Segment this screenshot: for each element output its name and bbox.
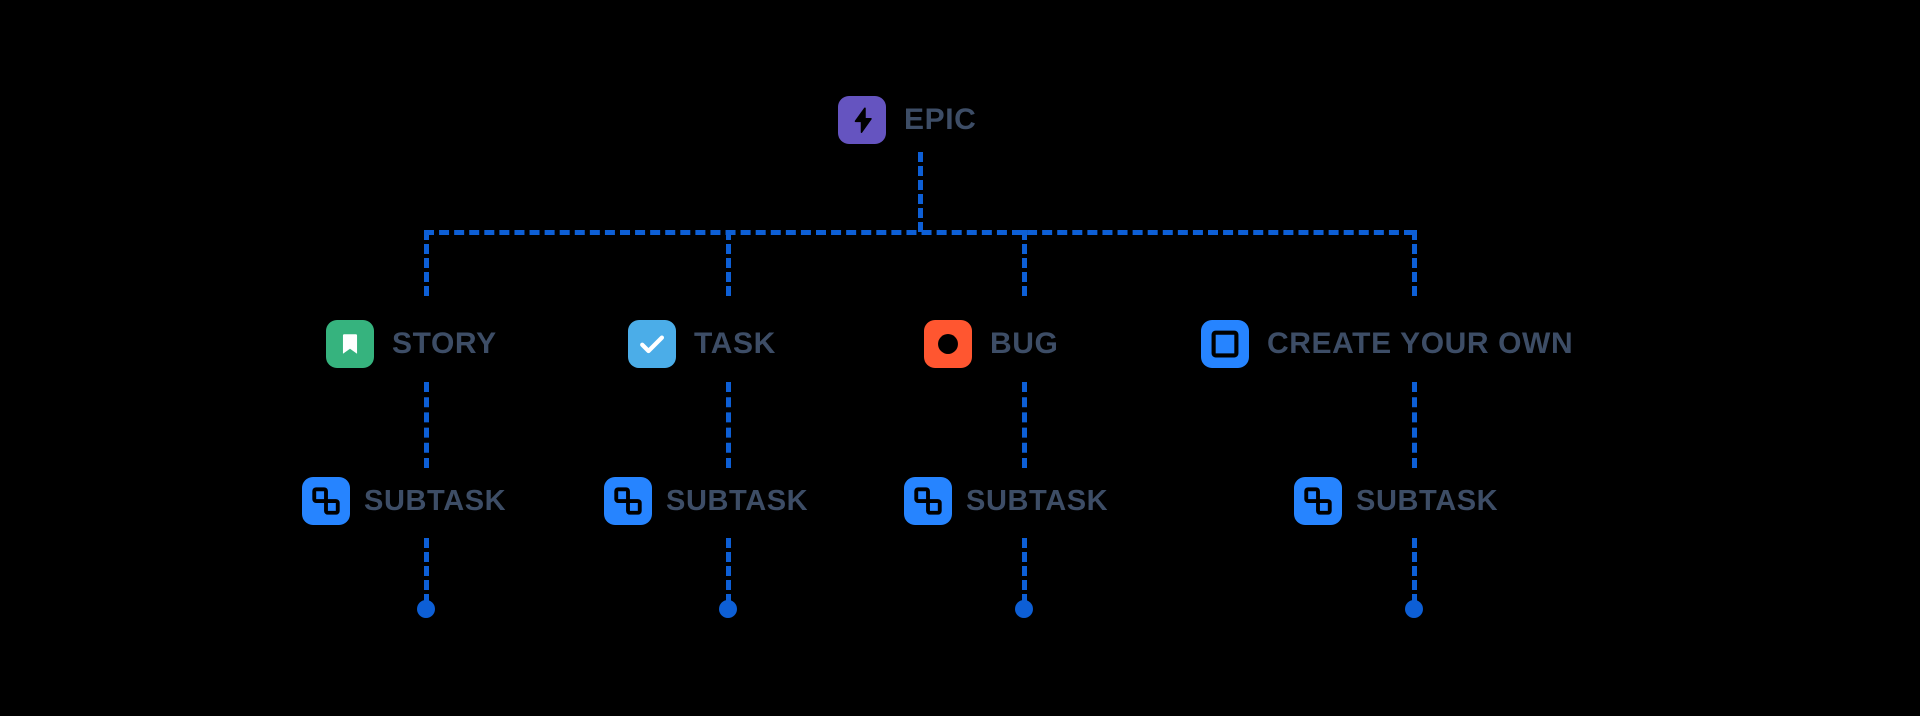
- terminal-dot-1: [417, 600, 435, 618]
- subtask-squares-icon: [302, 477, 350, 525]
- terminal-dot-4: [1405, 600, 1423, 618]
- node-task-label: TASK: [694, 327, 776, 360]
- subtask-squares-icon: [904, 477, 952, 525]
- connector-bus-to-bug: [1022, 230, 1027, 296]
- node-subtask-3[interactable]: SUBTASK: [904, 477, 1108, 525]
- connector-task-to-subtask: [726, 382, 731, 468]
- connector-subtask-3-tail: [1022, 538, 1027, 604]
- node-bug[interactable]: BUG: [924, 320, 1058, 368]
- node-epic-label: EPIC: [904, 103, 977, 136]
- node-subtask-4[interactable]: SUBTASK: [1294, 477, 1498, 525]
- node-epic[interactable]: EPIC: [838, 96, 976, 144]
- task-check-icon: [628, 320, 676, 368]
- custom-square-icon: [1201, 320, 1249, 368]
- connector-bus-to-create-your-own: [1412, 230, 1417, 296]
- epic-lightning-icon: [838, 96, 886, 144]
- node-subtask-2[interactable]: SUBTASK: [604, 477, 808, 525]
- connector-story-to-subtask: [424, 382, 429, 468]
- node-bug-label: BUG: [990, 327, 1059, 360]
- node-subtask-3-label: SUBTASK: [966, 484, 1109, 517]
- subtask-squares-icon: [1294, 477, 1342, 525]
- connector-subtask-4-tail: [1412, 538, 1417, 604]
- node-subtask-1[interactable]: SUBTASK: [302, 477, 506, 525]
- bug-circle-icon: [924, 320, 972, 368]
- connector-subtask-1-tail: [424, 538, 429, 604]
- story-bookmark-icon: [326, 320, 374, 368]
- connector-bus-to-story: [424, 230, 429, 296]
- node-subtask-4-label: SUBTASK: [1356, 484, 1499, 517]
- terminal-dot-2: [719, 600, 737, 618]
- connector-epic-stem: [918, 152, 923, 232]
- node-story[interactable]: STORY: [326, 320, 497, 368]
- connector-bus-to-task: [726, 230, 731, 296]
- subtask-squares-icon: [604, 477, 652, 525]
- node-create-your-own-label: CREATE YOUR OWN: [1267, 327, 1574, 360]
- connector-create-your-own-to-subtask: [1412, 382, 1417, 468]
- node-subtask-2-label: SUBTASK: [666, 484, 809, 517]
- connector-bug-to-subtask: [1022, 382, 1027, 468]
- node-task[interactable]: TASK: [628, 320, 776, 368]
- connector-subtask-2-tail: [726, 538, 731, 604]
- connector-horizontal-bus: [424, 230, 1414, 235]
- terminal-dot-3: [1015, 600, 1033, 618]
- node-create-your-own[interactable]: CREATE YOUR OWN: [1201, 320, 1573, 368]
- node-story-label: STORY: [392, 327, 497, 360]
- node-subtask-1-label: SUBTASK: [364, 484, 507, 517]
